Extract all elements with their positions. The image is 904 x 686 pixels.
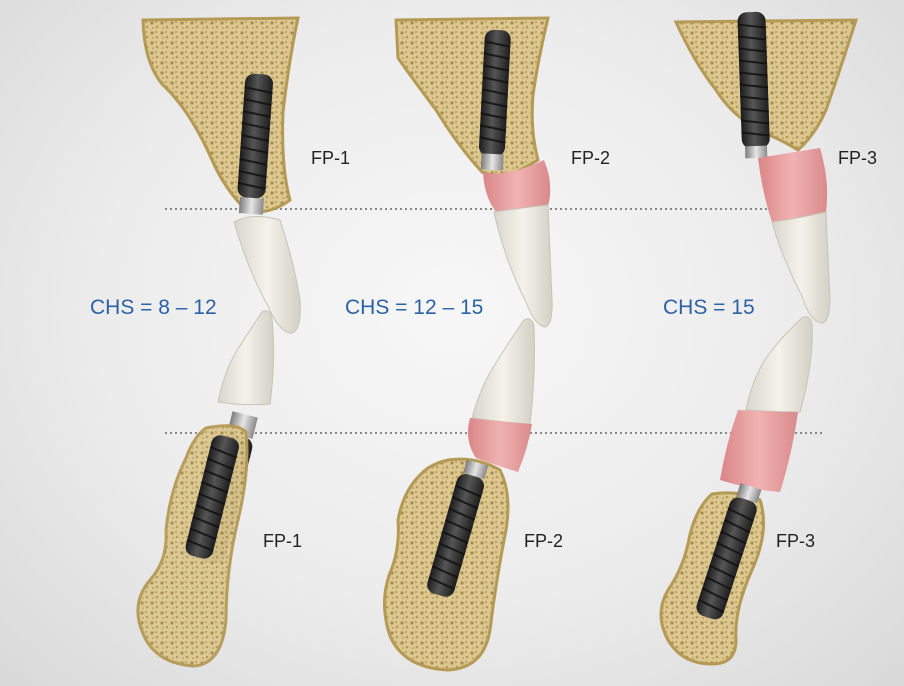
chs-label-3: CHS = 15: [663, 296, 755, 320]
lower-label-fp3: FP-3: [776, 531, 815, 551]
upper-gingiva-3: [758, 148, 827, 222]
chs-label-2: CHS = 12 – 15: [345, 296, 483, 320]
lower-bone-1: [138, 426, 247, 666]
lower-tooth-3: [746, 317, 812, 412]
lower-label-fp1: FP-1: [263, 531, 302, 551]
upper-label-fp3: FP-3: [838, 148, 877, 168]
upper-label-fp2: FP-2: [571, 148, 610, 168]
lower-tooth-2: [472, 319, 535, 424]
upper-tooth-3: [772, 212, 830, 323]
upper-bone-1: [143, 18, 298, 212]
chs-label-1: CHS = 8 – 12: [90, 296, 217, 320]
upper-bone-2: [396, 18, 548, 176]
lower-label-fp2: FP-2: [524, 531, 563, 551]
upper-label-fp1: FP-1: [311, 148, 350, 168]
upper-implant-3: [737, 12, 770, 159]
lower-tooth-1: [218, 311, 274, 405]
lower-gingiva-3: [720, 410, 798, 492]
upper-tooth-2: [494, 205, 552, 327]
